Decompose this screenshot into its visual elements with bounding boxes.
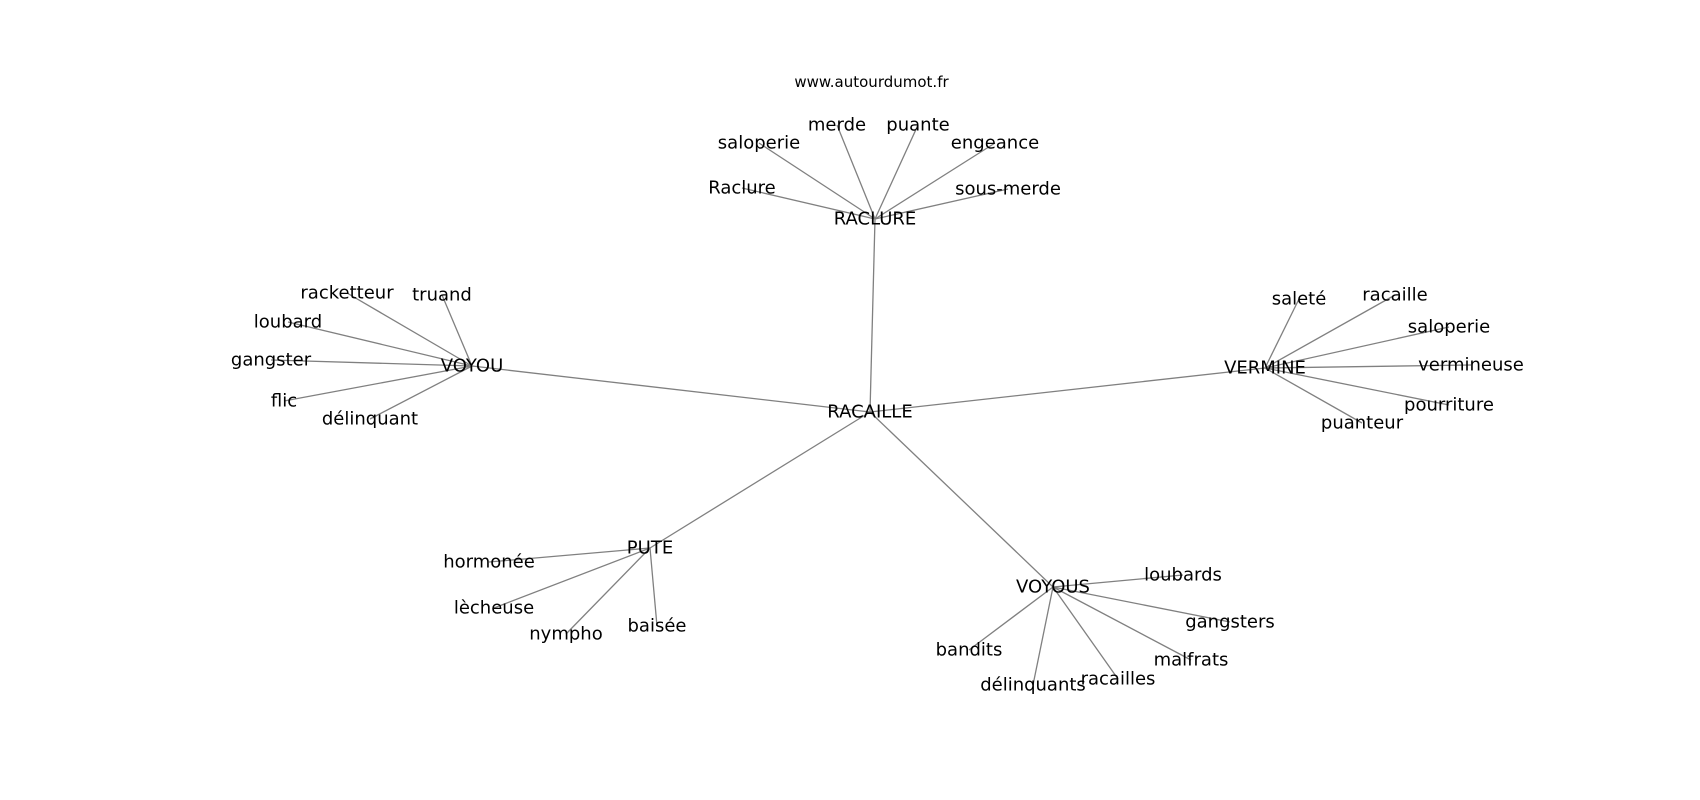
edge-vermine-leaf-2: [1264, 326, 1450, 369]
edge-voyou-leaf-0: [346, 292, 473, 367]
node-leaf-raclure-2: puante: [886, 115, 949, 136]
edge-vermine-leaf-1: [1264, 294, 1396, 369]
node-hub-vermine: VERMINE: [1224, 358, 1306, 379]
node-leaf-raclure-3: engeance: [951, 133, 1039, 154]
node-center-racaille: RACAILLE: [827, 402, 912, 423]
node-hub-voyous: VOYOUS: [1016, 577, 1090, 598]
edge-voyou-leaf-2: [287, 321, 473, 367]
node-leaf-voyous-0: loubards: [1144, 565, 1222, 586]
edge-raclure-leaf-4: [741, 187, 876, 220]
node-leaf-vermine-5: puanteur: [1321, 413, 1404, 434]
edge-voyous-leaf-2: [1052, 586, 1192, 661]
node-leaf-raclure-0: saloperie: [718, 133, 800, 154]
node-leaf-voyous-4: délinquants: [980, 675, 1086, 696]
edge-voyous-leaf-5: [968, 586, 1054, 651]
node-leaf-pute-3: baisée: [628, 616, 687, 637]
edge-vermine-leaf-4: [1264, 367, 1450, 406]
node-leaf-raclure-5: sous-merde: [955, 179, 1061, 200]
edge-raclure-leaf-0: [758, 142, 876, 220]
node-leaf-vermine-3: vermineuse: [1418, 355, 1524, 376]
node-leaf-vermine-2: saloperie: [1408, 317, 1490, 338]
edge-racaille-voyou: [471, 365, 871, 413]
edge-voyous-leaf-4: [1032, 586, 1054, 686]
edge-racaille-vermine: [869, 367, 1266, 413]
node-leaf-vermine-0: saleté: [1272, 289, 1327, 310]
node-leaf-voyou-4: flic: [271, 391, 297, 412]
edge-raclure-leaf-2: [874, 124, 919, 220]
node-leaf-voyou-0: racketteur: [300, 283, 394, 304]
edge-raclure-leaf-1: [836, 124, 876, 220]
node-leaf-voyous-1: gangsters: [1185, 612, 1275, 633]
edge-voyou-leaf-3: [270, 359, 473, 367]
node-leaf-pute-2: nympho: [529, 624, 602, 645]
node-leaf-voyou-5: délinquant: [322, 409, 418, 430]
watermark-text: www.autourdumot.fr: [794, 73, 949, 91]
edge-racaille-pute: [649, 411, 871, 549]
node-leaf-voyou-1: truand: [412, 285, 472, 306]
node-leaf-pute-1: lècheuse: [454, 598, 534, 619]
edge-voyou-leaf-5: [369, 365, 473, 420]
node-leaf-raclure-4: Raclure: [708, 178, 776, 199]
edge-pute-leaf-1: [493, 547, 651, 609]
edge-voyou-leaf-4: [283, 365, 473, 402]
edge-raclure-leaf-5: [874, 188, 1009, 220]
edge-voyous-leaf-0: [1052, 574, 1184, 588]
node-leaf-voyous-3: racailles: [1081, 669, 1156, 690]
node-leaf-voyous-5: bandits: [936, 640, 1003, 661]
node-leaf-raclure-1: merde: [808, 115, 866, 136]
node-leaf-vermine-1: racaille: [1362, 285, 1427, 306]
edge-racaille-raclure: [869, 218, 876, 413]
node-leaf-voyou-2: loubard: [254, 312, 322, 333]
edge-racaille-voyous: [869, 411, 1054, 588]
node-leaf-pute-0: hormonée: [443, 552, 535, 573]
node-leaf-voyou-3: gangster: [231, 350, 312, 371]
edge-voyous-leaf-1: [1052, 586, 1231, 623]
edge-pute-leaf-3: [649, 547, 658, 627]
edge-vermine-leaf-0: [1264, 298, 1300, 369]
edge-pute-leaf-2: [565, 547, 651, 635]
node-leaf-voyous-2: malfrats: [1154, 650, 1229, 671]
edge-raclure-leaf-3: [874, 142, 996, 220]
node-layer: RACAILLE RACLURE saloperie merde puanteengea…: [231, 115, 1524, 696]
edge-voyous-leaf-3: [1052, 586, 1119, 680]
edge-voyou-leaf-1: [441, 294, 473, 367]
node-hub-pute: PUTE: [627, 538, 673, 559]
node-hub-voyou: VOYOU: [441, 356, 504, 377]
node-leaf-vermine-4: pourriture: [1404, 395, 1494, 416]
edge-pute-leaf-0: [488, 547, 651, 563]
edge-layer: [270, 124, 1472, 686]
edge-vermine-leaf-3: [1264, 364, 1472, 369]
node-hub-raclure: RACLURE: [834, 209, 917, 230]
edge-vermine-leaf-5: [1264, 367, 1363, 424]
